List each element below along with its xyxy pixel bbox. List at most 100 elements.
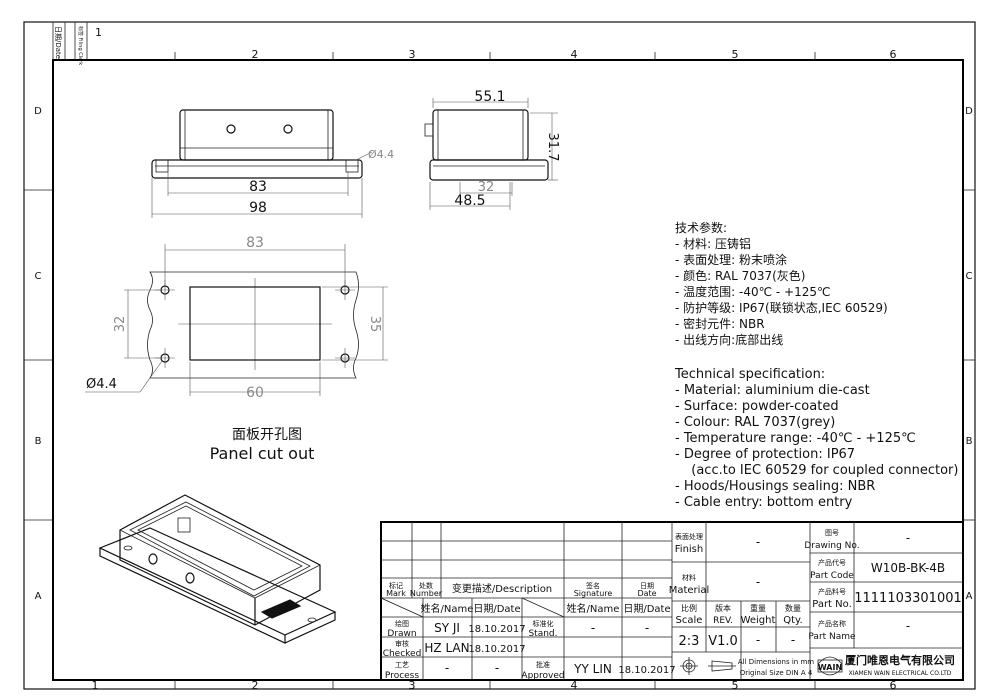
front-dim-98: 98 [249,200,267,216]
dims-note-2: Original Size DIN A 4 [740,669,813,677]
col-4-top: 4 [571,48,578,61]
mark-label-en: Mark [386,589,406,598]
name-header-2: 姓名/Name [567,602,620,615]
finish-value: - [756,535,760,549]
date-corner-label: 日期/Date [54,26,62,59]
cutout-dim-60: 60 [246,385,264,401]
scale-label-en: Scale [676,615,703,626]
col-3-top: 3 [409,48,416,61]
date-label-cn: 日期 [640,582,654,590]
spec-en-item: - Cable entry: bottom entry [675,495,853,510]
side-dim-32: 32 [478,180,495,195]
col-3-bottom: 3 [409,679,416,692]
process-name: - [445,661,449,675]
drawing-no-label-en: Drawing No. [804,541,859,551]
rev-label-cn: 版本 [715,603,731,613]
drawing-no-label-cn: 图号 [825,529,839,537]
cutout-title-cn: 面板开孔图 [232,427,302,443]
weight-label-cn: 重量 [750,603,766,613]
row-d-right: D [965,106,973,117]
col-5-top: 5 [732,48,739,61]
cutout-hole-dim: Ø4.4 [86,377,117,392]
drawn-label-cn: 绘图 [395,619,409,628]
row-c-right: C [966,271,973,282]
spec-en: Technical specification: - Material: alu… [674,367,958,510]
number-label-cn: 处数 [419,581,433,590]
checked-label-cn: 审核 [395,639,409,648]
spec-en-item: (acc.to IEC 60529 for coupled connector) [683,463,958,478]
spec-cn-item: - 表面处理: 粉末喷涂 [675,252,787,267]
isometric-view [98,494,337,644]
part-no-label-cn: 产品料号 [818,587,846,596]
part-name-label-cn: 产品名称 [818,619,846,628]
date-header: 日期/Date [473,603,520,615]
row-a-right: A [966,591,973,602]
process-label-cn: 工艺 [395,661,409,669]
logo-text: WAIN [818,663,842,672]
weight-value: - [756,633,760,647]
spec-cn-item: - 温度范围: -40℃ - +125℃ [675,284,830,299]
process-date: - [495,661,499,675]
outer-border [23,21,976,690]
drawn-date: 18.10.2017 [468,624,525,635]
part-code-label-cn: 产品代号 [818,558,846,567]
col-6-bottom: 6 [890,679,897,692]
mark-label-cn: 标记 [389,581,403,590]
front-hole-dim: Ø4.4 [368,148,394,161]
col-4-bottom: 4 [571,679,578,692]
process-label-en: Process [385,671,419,681]
side-dim-width: 55.1 [474,89,505,105]
material-label-cn: 材料 [682,573,696,582]
scale-label-cn: 比例 [681,603,697,613]
spec-en-item: - Material: aluminium die-cast [675,383,870,398]
company-name-en: XIAMEN WAIN ELECTRICAL CO.LTD [849,670,952,677]
part-code-value: W10B-BK-4B [871,561,945,575]
approved-label-en: Approved [521,671,564,681]
side-dim-48-5: 48.5 [454,193,485,209]
company-name-cn: 厦门唯恩电气有限公司 [845,653,955,667]
checked-date: 18.10.2017 [468,644,525,655]
spec-cn-item: - 密封元件: NBR [675,316,765,331]
approved-date: 18.10.2017 [618,665,675,676]
front-dim-83: 83 [249,179,267,195]
row-a-left: A [35,591,42,602]
description-label: 变更描述/Description [452,582,552,595]
dims-note-1: All Dimensions in mm [738,658,814,666]
finish-label-cn: 表面处理 [675,532,703,541]
part-name-label-en: Part Name [808,632,856,642]
spec-cn: 技术参数: - 材料: 压铸铝 - 表面处理: 粉末喷涂 - 颜色: RAL 7… [675,220,888,347]
col-1-top: 1 [95,26,102,39]
stand-date: - [645,621,649,635]
filing-corner-label: 标签 Filing Clerk [77,26,84,65]
column-markers: 1 2 3 4 5 6 1 2 3 4 5 6 D C B A D C B A [24,26,975,692]
spec-en-item: - Degree of protection: IP67 [675,447,855,462]
col-6-top: 6 [890,48,897,61]
approved-label-cn: 批准 [536,660,550,669]
corner-box: 日期/Date 标签 Filing Clerk [52,22,88,65]
rev-label-en: REV. [713,616,733,626]
spec-en-item: - Surface: powder-coated [675,399,839,414]
date-label-en: Date [637,589,656,598]
scale-value: 2:3 [679,634,700,649]
cutout-dim-35: 35 [367,316,382,333]
drawn-name: SY JI [434,621,460,635]
signature-label-en: Signature [574,589,613,598]
spec-cn-item: - 防护等级: IP67(联锁状态,IEC 60529) [675,300,888,315]
material-value: - [756,575,760,589]
col-1-bottom: 1 [92,679,99,692]
spec-en-item: - Temperature range: -40℃ - +125℃ [675,431,916,446]
name-header: 姓名/Name [421,602,474,615]
stand-label-en: Stand. [528,629,557,639]
cutout-dim-32: 32 [113,316,128,333]
part-name-value: - [906,619,910,633]
col-2-top: 2 [252,48,259,61]
rev-value: V1.0 [708,634,738,649]
qty-value: - [791,633,795,647]
side-dim-height: 31.7 [545,133,560,162]
col-2-bottom: 2 [252,679,259,692]
spec-en-item: - Colour: RAL 7037(grey) [675,415,835,430]
signature-label-cn: 签名 [586,581,600,590]
checked-label-en: Checked [383,649,422,659]
part-no-label-en: Part No. [812,599,852,610]
